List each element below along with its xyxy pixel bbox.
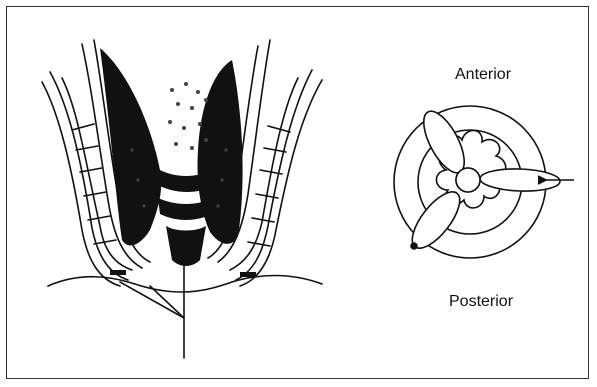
shaded-tissue (100, 48, 256, 277)
anterior-label: Anterior (455, 66, 511, 84)
posterior-label: Posterior (449, 293, 513, 311)
coronal-section-illustration (42, 40, 322, 358)
cross-section-diagram (394, 105, 574, 258)
